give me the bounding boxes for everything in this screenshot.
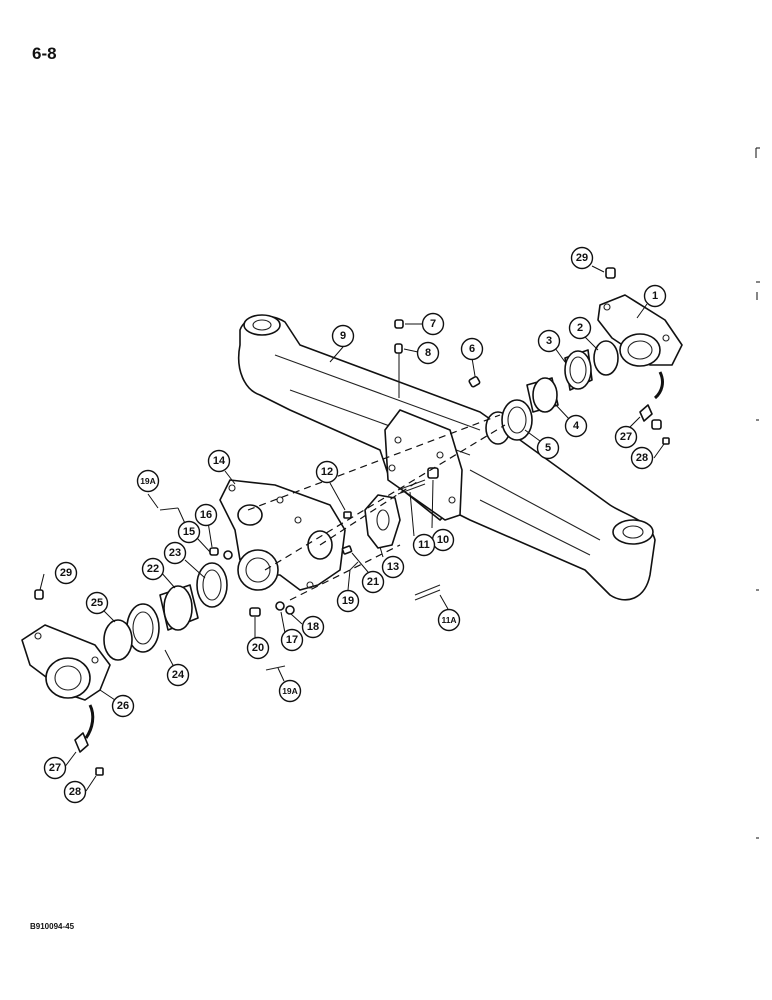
callout-label: 21 [367,576,379,588]
callout-label: 18 [307,621,319,633]
callout-8: 8 [416,341,440,365]
callout-label: 17 [286,634,298,646]
callout-7: 7 [421,312,445,336]
callout-label: 19A [282,686,298,696]
callout-label: 25 [91,597,103,609]
callout-6: 6 [460,337,484,361]
callout-label: 14 [213,455,226,467]
right-pivot-arrow [653,371,664,400]
callout-label: 26 [117,700,129,712]
callout-24: 24 [166,663,190,687]
callout-2: 2 [568,316,592,340]
callout-19a-top: 19A [136,469,160,493]
callout-label: 27 [49,762,61,774]
callout-13: 13 [381,555,405,579]
callout-label: 15 [183,526,195,538]
callout-label: 11A [441,615,456,625]
callout-28-right: 28 [630,446,654,470]
callout-27-left: 27 [43,756,67,780]
differential-carrier [219,479,346,591]
leader-lines [39,265,665,792]
callout-21: 21 [361,570,385,594]
callout-4: 4 [564,414,588,438]
callout-label: 12 [321,466,333,478]
callout-label: 27 [620,431,632,443]
left-pivot-cap [21,589,111,776]
callout-label: 3 [546,335,552,347]
axle-housing [238,314,656,601]
callout-11a: 11A [437,608,461,632]
callout-label: 16 [200,509,212,521]
callout-3: 3 [537,329,561,353]
callout-14: 14 [207,449,231,473]
callout-19a-bottom: 19A [278,679,302,703]
callout-label: 28 [69,786,81,798]
callout-label: 28 [636,452,648,464]
callout-29-right: 29 [570,246,594,270]
callout-20: 20 [246,636,270,660]
callout-label: 1 [652,290,658,302]
callout-label: 29 [576,252,588,264]
right-bushing [501,340,619,441]
left-pivot-arrow [84,704,95,739]
callout-11: 11 [412,533,436,557]
callout-23: 23 [163,541,187,565]
callout-label: 5 [545,442,551,454]
callout-19: 19 [336,589,360,613]
callout-label: 4 [573,420,580,432]
left-bushing [103,562,228,661]
callout-15: 15 [177,520,201,544]
callout-label: 19A [140,476,156,486]
callout-12: 12 [315,460,339,484]
callout-label: 24 [172,669,185,681]
callout-25: 25 [85,591,109,615]
page-number: 6-8 [32,44,57,63]
callout-27-right: 27 [614,425,638,449]
callout-label: 7 [430,318,436,330]
callout-label: 23 [169,547,181,559]
callout-label: 9 [340,330,346,342]
callout-label: 2 [577,322,583,334]
callout-28-left: 28 [63,780,87,804]
callout-label: 13 [387,561,399,573]
callout-18: 18 [301,615,325,639]
right-fittings [394,319,670,445]
callout-label: 29 [60,567,72,579]
callout-label: 10 [437,534,449,546]
callout-9: 9 [331,324,355,348]
callout-29-left: 29 [54,561,78,585]
callout-label: 22 [147,563,159,575]
callout-17: 17 [280,628,304,652]
callout-label: 19 [342,595,354,607]
figure-code: B910094-45 [30,922,75,931]
callout-22: 22 [141,557,165,581]
margin-marks [755,147,760,839]
callout-26: 26 [111,694,135,718]
callout-label: 8 [425,347,431,359]
callout-5: 5 [536,436,560,460]
callout-label: 20 [252,642,264,654]
right-pivot-cap [597,267,683,367]
callout-label: 6 [469,343,475,355]
callout-10: 10 [431,528,455,552]
callout-1: 1 [643,284,667,308]
callout-label: 11 [418,539,430,551]
callout-16: 16 [194,503,218,527]
